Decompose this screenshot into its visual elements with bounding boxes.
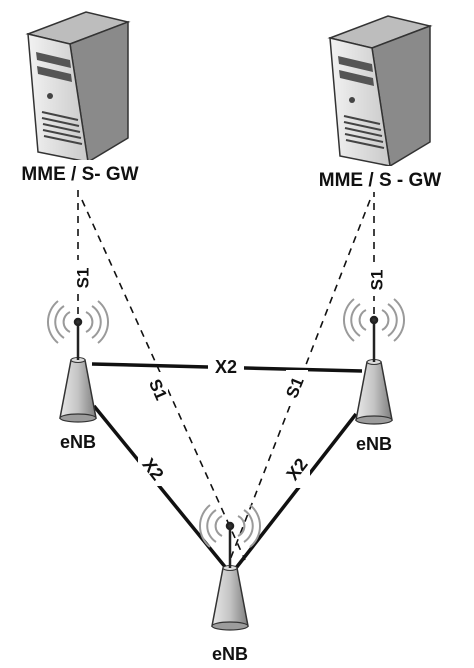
enb-right xyxy=(355,358,393,425)
x2-top-label: X2 xyxy=(215,357,237,377)
s1-right-vertical-label: S1 xyxy=(367,270,386,291)
right-server xyxy=(329,15,431,167)
x2-links xyxy=(91,362,363,570)
left-server xyxy=(27,11,129,163)
server-tower-icon xyxy=(27,11,129,163)
s1-left-vertical-label: S1 xyxy=(73,268,92,289)
enb-left-label: eNB xyxy=(60,432,96,452)
server-tower-icon xyxy=(329,15,431,167)
left-server-label: MME / S- GW xyxy=(21,164,138,185)
x2-right-line xyxy=(234,412,358,570)
right-server-label: MME / S - GW xyxy=(319,170,442,191)
cell-antenna-icon xyxy=(59,356,97,423)
enb-left xyxy=(59,356,97,423)
enb-bottom-label: eNB xyxy=(212,644,248,664)
cell-antenna-icon xyxy=(355,358,393,425)
cell-antenna-icon xyxy=(211,564,249,631)
enb-bottom xyxy=(211,564,249,631)
enb-right-label: eNB xyxy=(356,434,392,454)
